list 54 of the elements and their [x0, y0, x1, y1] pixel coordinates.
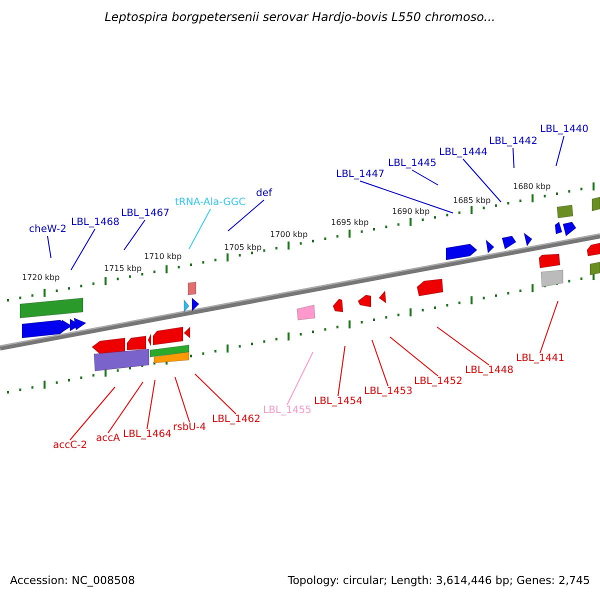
gene-label: cheW-2: [29, 225, 66, 235]
scale-label: 1720 kbp: [22, 274, 60, 282]
gene-label: LBL_1468: [71, 218, 120, 228]
leader-line: [108, 382, 144, 434]
scale-label: 1690 kbp: [392, 208, 430, 216]
leader-line: [540, 300, 558, 354]
scale-label: 1715 kbp: [104, 265, 142, 273]
gene-label: LBL_1455: [263, 406, 312, 416]
gene-label: LBL_1442: [489, 137, 538, 147]
gene-label: accA: [96, 434, 120, 444]
gene-label: LBL_1440: [540, 125, 588, 135]
leader-line: [188, 208, 211, 250]
gene-label: tRNA-Ala-GGC: [175, 198, 246, 208]
leader-line: [412, 170, 438, 186]
gene-label: LBL_1452: [414, 377, 462, 387]
gene-label: accC-2: [53, 441, 88, 451]
gene-label: LBL_1447: [336, 170, 384, 180]
gene-label: LBL_1462: [212, 415, 260, 425]
leader-line: [462, 158, 502, 202]
leader-line: [390, 336, 438, 376]
leader-line: [194, 374, 236, 414]
scale-label: 1710 kbp: [144, 253, 182, 261]
leader-line: [286, 352, 314, 406]
accession-text: Accession: NC_008508: [10, 575, 136, 586]
gene-label: LBL_1453: [364, 387, 412, 397]
leader-line: [436, 326, 490, 366]
leader-line: [70, 386, 116, 440]
leader-line: [47, 236, 52, 258]
gene-label: LBL_1445: [388, 159, 436, 169]
summary-text: Topology: circular; Length: 3,614,446 bp; Genes: 2,745: [288, 575, 590, 586]
scale-label: 1700 kbp: [270, 231, 308, 239]
scale-label: 1705 kbp: [224, 244, 262, 252]
gene-label: LBL_1467: [121, 209, 170, 219]
scale-label: 1680 kbp: [513, 183, 551, 191]
gene-label: LBL_1454: [314, 397, 362, 407]
gene-label: LBL_1441: [516, 354, 564, 364]
scale-label: 1695 kbp: [331, 219, 369, 227]
leader-line: [360, 180, 454, 214]
leader-line: [70, 228, 96, 270]
title: Leptospira borgpetersenii serovar Hardjo-bovis L550 chromoso...: [104, 11, 496, 23]
gene-label: LBL_1464: [123, 430, 172, 440]
leader-line: [338, 346, 346, 396]
gene-label: LBL_1444: [439, 148, 488, 158]
leader-line: [228, 200, 264, 232]
leader-line: [512, 148, 514, 168]
gene-label: LBL_1448: [465, 366, 514, 376]
scale-label: 1685 kbp: [453, 197, 491, 205]
leader-line: [372, 340, 388, 386]
leader-line: [124, 220, 146, 250]
gene-label: rsbU-4: [173, 423, 206, 433]
gene-label: def: [256, 189, 272, 199]
leader-line: [174, 376, 190, 422]
leader-line: [146, 380, 156, 430]
leader-line: [556, 136, 564, 166]
